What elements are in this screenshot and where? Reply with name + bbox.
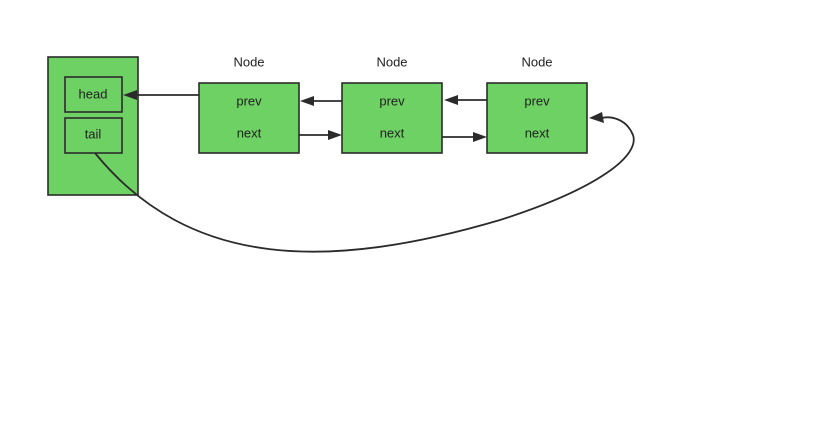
arrow-node2-next-to-node3: [442, 132, 487, 142]
node-2-prev-label: prev: [379, 93, 405, 108]
tail-label: tail: [85, 126, 102, 141]
node-3-next-label: next: [525, 125, 550, 140]
node-3-box: [486, 82, 588, 154]
arrow-tail-to-node3: [94, 112, 635, 253]
node-1-next-label: next: [237, 125, 262, 140]
node-2: Node prev next: [341, 54, 443, 154]
node-1-prev-label: prev: [236, 93, 262, 108]
node-1-title: Node: [233, 54, 264, 69]
arrow-node1-next-to-node2: [299, 130, 342, 140]
node-2-box: [341, 82, 443, 154]
list-container: head tail: [47, 56, 139, 196]
arrow-node1-prev-to-head: [123, 90, 199, 100]
node-2-next-label: next: [380, 125, 405, 140]
node-1-box: [198, 82, 300, 154]
node-3: Node prev next: [486, 54, 588, 154]
node-3-prev-label: prev: [524, 93, 550, 108]
node-3-title: Node: [521, 54, 552, 69]
arrow-node3-prev-to-node2: [444, 95, 487, 105]
head-field: [64, 76, 123, 113]
node-2-title: Node: [376, 54, 407, 69]
node-1: Node prev next: [198, 54, 300, 154]
tail-field: [64, 117, 123, 154]
arrow-node2-prev-to-node1: [300, 96, 342, 106]
head-label: head: [79, 86, 108, 101]
